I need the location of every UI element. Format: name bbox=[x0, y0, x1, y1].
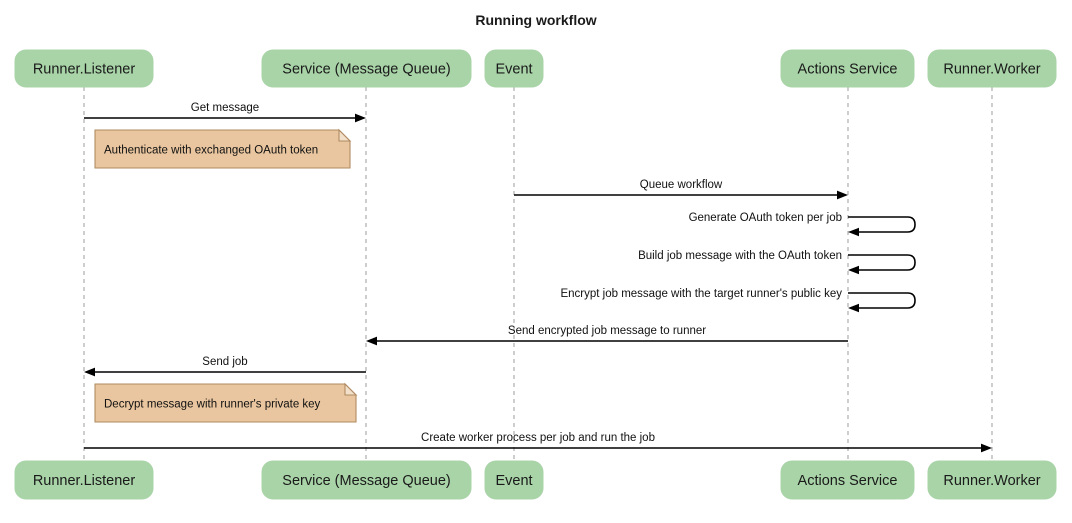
participant-box bbox=[484, 460, 544, 500]
self-loop-path bbox=[848, 254, 916, 271]
self-loop-path bbox=[848, 292, 916, 309]
message-encrypt-job-message-with-the-target-runners-public-key[interactable]: Encrypt job message with the target runn… bbox=[560, 288, 916, 313]
message-label: Queue workflow bbox=[640, 179, 723, 191]
arrowhead-icon bbox=[355, 113, 366, 123]
lifelines-layer bbox=[83, 87, 993, 461]
arrowhead-icon bbox=[837, 190, 848, 200]
participant-actions-service-bottom[interactable]: Actions Service bbox=[780, 460, 915, 500]
participant-label: Service (Message Queue) bbox=[282, 62, 450, 78]
arrowhead-icon bbox=[848, 265, 859, 275]
note-decrypt-message-with-runners-private-key: Decrypt message with runner's private ke… bbox=[94, 382, 358, 423]
message-label: Send encrypted job message to runner bbox=[508, 325, 706, 337]
note-fold-corner-icon bbox=[338, 128, 352, 142]
message-get-message[interactable]: Get message bbox=[84, 102, 366, 123]
participant-label: Actions Service bbox=[798, 62, 898, 78]
note-body bbox=[94, 383, 357, 423]
participant-label: Service (Message Queue) bbox=[282, 473, 450, 489]
participant-label: Event bbox=[495, 62, 532, 78]
message-generate-oauth-token-per-job[interactable]: Generate OAuth token per job bbox=[689, 212, 916, 237]
participant-box bbox=[927, 460, 1057, 500]
participant-event-top[interactable]: Event bbox=[484, 49, 544, 88]
arrowhead-icon bbox=[981, 443, 992, 453]
note-authenticate-with-exchanged-oauth-token: Authenticate with exchanged OAuth token bbox=[94, 128, 352, 169]
note-body bbox=[94, 129, 351, 169]
arrowhead-icon bbox=[366, 336, 377, 346]
participant-box bbox=[927, 49, 1057, 88]
note-label: Decrypt message with runner's private ke… bbox=[104, 399, 321, 411]
participant-box bbox=[261, 49, 472, 88]
participant-actions-service-top[interactable]: Actions Service bbox=[780, 49, 915, 88]
message-label: Encrypt job message with the target runn… bbox=[560, 288, 842, 300]
participant-runner-listener-top[interactable]: Runner.Listener bbox=[14, 49, 154, 88]
note-fold-corner-icon bbox=[344, 382, 358, 396]
participant-box bbox=[14, 49, 154, 88]
message-send-job[interactable]: Send job bbox=[84, 356, 366, 377]
arrowhead-icon bbox=[848, 303, 859, 313]
participant-label: Event bbox=[495, 473, 532, 489]
participant-box bbox=[261, 460, 472, 500]
message-create-worker-process-per-job-and-run-the-job[interactable]: Create worker process per job and run th… bbox=[84, 432, 992, 453]
message-label: Build job message with the OAuth token bbox=[638, 250, 842, 262]
participant-box bbox=[484, 49, 544, 88]
participant-service-message-queue-top[interactable]: Service (Message Queue) bbox=[261, 49, 472, 88]
message-label: Generate OAuth token per job bbox=[689, 212, 842, 224]
message-label: Create worker process per job and run th… bbox=[421, 432, 655, 444]
participant-runner-worker-top[interactable]: Runner.Worker bbox=[927, 49, 1057, 88]
participant-box bbox=[780, 49, 915, 88]
participant-runner-listener-bottom[interactable]: Runner.Listener bbox=[14, 460, 154, 500]
page-title: Running workflow bbox=[475, 12, 596, 28]
message-label: Get message bbox=[191, 102, 259, 114]
arrowhead-icon bbox=[84, 367, 95, 377]
arrowhead-icon bbox=[848, 227, 859, 237]
participant-label: Runner.Worker bbox=[943, 62, 1040, 78]
message-send-encrypted-job-message-to-runner[interactable]: Send encrypted job message to runner bbox=[366, 325, 848, 346]
message-label: Send job bbox=[202, 356, 247, 368]
participant-label: Runner.Listener bbox=[33, 62, 136, 78]
participant-label: Runner.Worker bbox=[943, 473, 1040, 489]
participant-event-bottom[interactable]: Event bbox=[484, 460, 544, 500]
participant-label: Runner.Listener bbox=[33, 473, 136, 489]
participant-runner-worker-bottom[interactable]: Runner.Worker bbox=[927, 460, 1057, 500]
participant-box bbox=[14, 460, 154, 500]
self-loop-path bbox=[848, 216, 916, 233]
participant-service-message-queue-bottom[interactable]: Service (Message Queue) bbox=[261, 460, 472, 500]
message-build-job-message-with-the-oauth-token[interactable]: Build job message with the OAuth token bbox=[638, 250, 916, 275]
notes-layer: Authenticate with exchanged OAuth tokenD… bbox=[94, 128, 358, 423]
participant-label: Actions Service bbox=[798, 473, 898, 489]
message-queue-workflow[interactable]: Queue workflow bbox=[514, 179, 848, 200]
participant-box bbox=[780, 460, 915, 500]
note-label: Authenticate with exchanged OAuth token bbox=[104, 145, 318, 157]
